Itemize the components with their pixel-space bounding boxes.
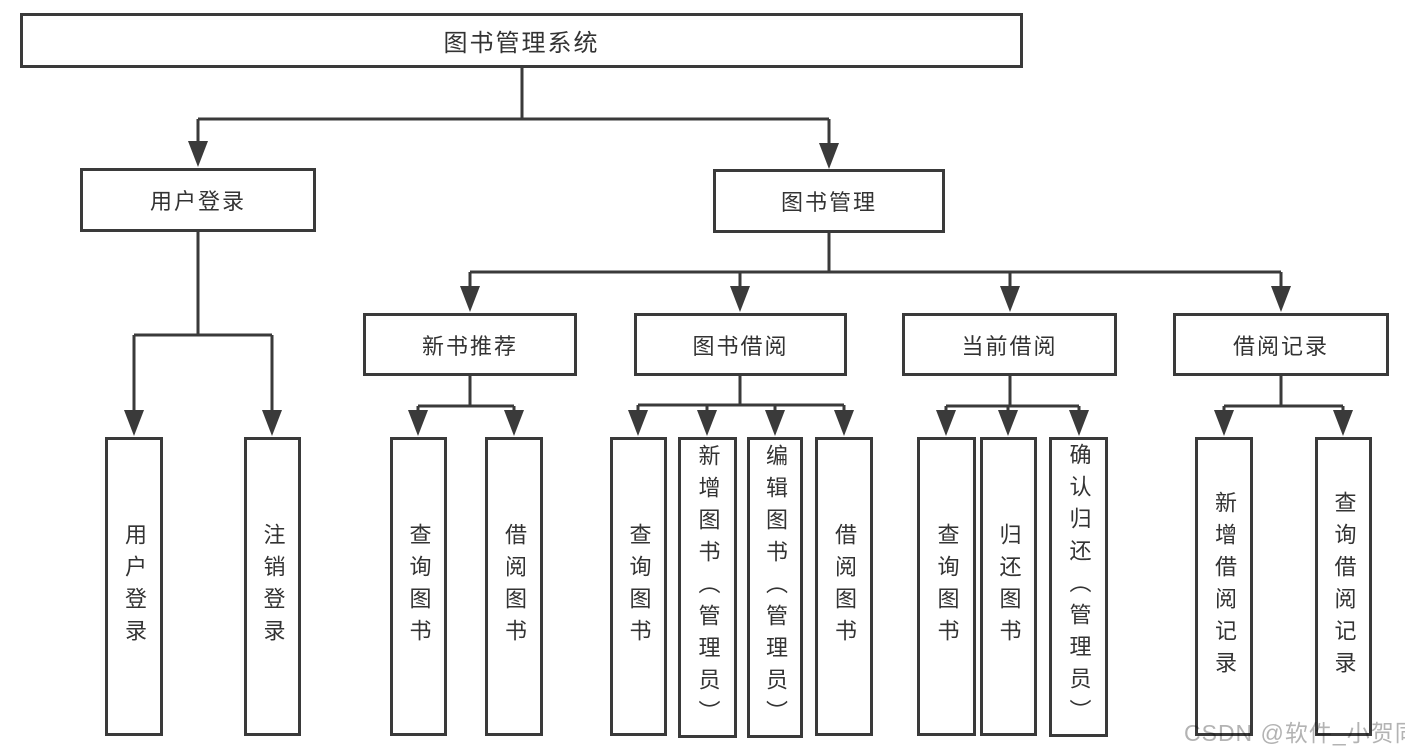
arrowhead bbox=[1000, 286, 1020, 312]
arrowhead bbox=[834, 410, 854, 436]
leaf-borrow-books-recommend-label: 借阅图书 bbox=[502, 522, 527, 651]
node-book-management: 图书管理 bbox=[713, 169, 945, 233]
arrowhead bbox=[408, 410, 428, 436]
arrowhead bbox=[1214, 410, 1234, 436]
leaf-query-books-recommend: 查询图书 bbox=[390, 437, 447, 736]
node-book-management-label: 图书管理 bbox=[780, 190, 877, 215]
connector-book-mgmt-to-level3 bbox=[468, 233, 1283, 288]
leaf-confirm-return-admin: 确认归还（管理员） bbox=[1049, 437, 1108, 737]
connector-new-book-group bbox=[416, 376, 516, 412]
leaf-query-borrow-record-label: 查询借阅记录 bbox=[1331, 490, 1357, 683]
arrowhead bbox=[504, 410, 524, 436]
node-borrow-records-label: 借阅记录 bbox=[1232, 333, 1329, 359]
leaf-logout-label: 注销登录 bbox=[260, 522, 286, 651]
connector-borrow-record-group bbox=[1222, 376, 1345, 412]
leaf-edit-book-admin-label: 编辑图书（管理员） bbox=[763, 443, 788, 732]
arrowhead bbox=[262, 410, 282, 436]
leaf-add-book-admin-label: 新增图书（管理员） bbox=[695, 443, 721, 732]
arrowhead bbox=[765, 410, 785, 436]
node-new-book-recommend: 新书推荐 bbox=[363, 313, 577, 376]
arrowhead bbox=[998, 410, 1018, 436]
arrowhead bbox=[460, 286, 480, 312]
node-user-login: 用户登录 bbox=[80, 168, 316, 232]
leaf-user-login-label: 用户登录 bbox=[122, 522, 147, 651]
arrowhead bbox=[819, 143, 839, 169]
node-current-borrow: 当前借阅 bbox=[902, 313, 1117, 376]
leaf-query-borrow-record: 查询借阅记录 bbox=[1315, 437, 1372, 736]
leaf-edit-book-admin: 编辑图书（管理员） bbox=[747, 437, 803, 738]
connector-current-borrow-group bbox=[944, 376, 1081, 412]
leaf-query-books-current-label: 查询图书 bbox=[934, 522, 960, 651]
node-new-book-recommend-label: 新书推荐 bbox=[421, 333, 518, 359]
arrowhead bbox=[1271, 286, 1291, 312]
leaf-return-book-label: 归还图书 bbox=[996, 522, 1022, 651]
leaf-borrow-books: 借阅图书 bbox=[815, 437, 873, 736]
leaf-borrow-books-label: 借阅图书 bbox=[832, 522, 857, 651]
leaf-user-login: 用户登录 bbox=[105, 437, 163, 736]
arrowhead bbox=[1069, 410, 1089, 436]
connector-user-login-group bbox=[132, 232, 274, 412]
leaf-query-books-current: 查询图书 bbox=[917, 437, 976, 736]
leaf-return-book: 归还图书 bbox=[980, 437, 1037, 736]
leaf-confirm-return-admin-label: 确认归还（管理员） bbox=[1066, 443, 1092, 731]
leaf-borrow-books-recommend: 借阅图书 bbox=[485, 437, 543, 736]
arrowhead bbox=[936, 410, 956, 436]
node-user-login-label: 用户登录 bbox=[149, 189, 246, 214]
arrowhead bbox=[730, 286, 750, 312]
node-root-label: 图书管理系统 bbox=[443, 30, 600, 57]
node-book-borrow-label: 图书借阅 bbox=[692, 333, 789, 359]
arrowhead bbox=[124, 410, 144, 436]
leaf-query-books-borrow: 查询图书 bbox=[610, 437, 667, 736]
connector-book-borrow-group bbox=[636, 376, 846, 412]
arrowhead bbox=[1333, 410, 1353, 436]
node-current-borrow-label: 当前借阅 bbox=[961, 333, 1058, 359]
leaf-query-books-recommend-label: 查询图书 bbox=[406, 522, 432, 651]
arrowhead bbox=[697, 410, 717, 436]
node-borrow-records: 借阅记录 bbox=[1173, 313, 1389, 376]
leaf-add-book-admin: 新增图书（管理员） bbox=[678, 437, 737, 738]
leaf-query-books-borrow-label: 查询图书 bbox=[626, 522, 652, 651]
leaf-logout: 注销登录 bbox=[244, 437, 301, 736]
node-book-borrow: 图书借阅 bbox=[634, 313, 847, 376]
connector-root-to-level2 bbox=[196, 68, 831, 145]
leaf-add-borrow-record: 新增借阅记录 bbox=[1195, 437, 1253, 736]
arrowhead bbox=[188, 141, 208, 167]
arrowhead bbox=[628, 410, 648, 436]
node-root: 图书管理系统 bbox=[20, 13, 1023, 68]
csdn-watermark: CSDN @软件_小贺同学 bbox=[1184, 720, 1405, 746]
leaf-add-borrow-record-label: 新增借阅记录 bbox=[1212, 490, 1237, 683]
